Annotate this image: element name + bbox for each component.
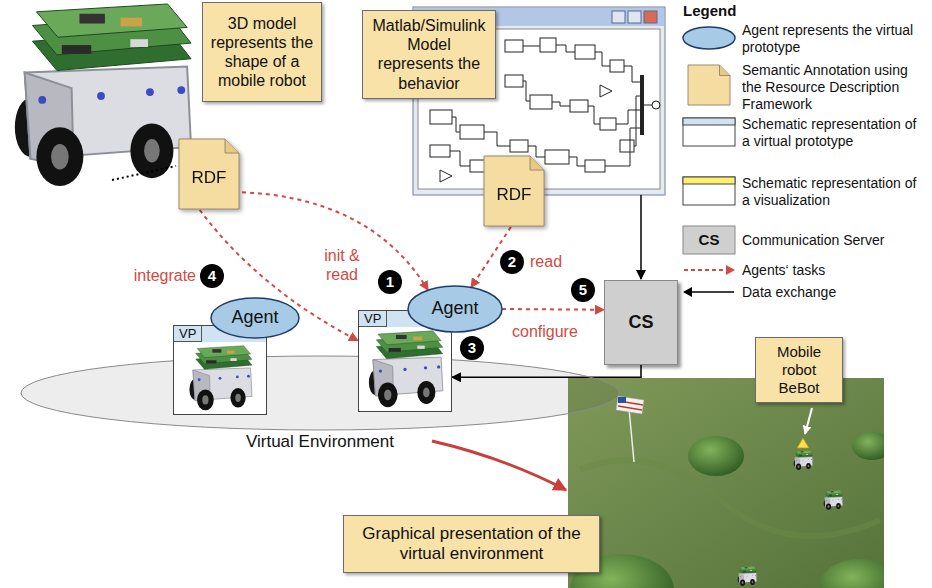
shape-part [683,118,735,125]
shape-part [692,291,734,293]
legend-swatch [682,117,736,147]
node-text: VP [359,311,387,327]
legend-swatch [682,26,736,50]
node-text: Agent [231,307,278,329]
shape-part [408,286,502,332]
edge-label: read [530,252,576,271]
node-text: Mobile robot BeBot [762,343,836,397]
edge-label: init & read [312,246,372,284]
legend-heading: Legend [683,2,736,19]
legend-swatch [682,284,736,300]
shape-part [726,265,735,275]
callout-number: 2 [500,250,524,274]
callout-number: 1 [378,270,402,294]
swatch-label: CS [683,226,735,254]
legend-swatch [682,262,736,278]
legend-text: Data exchange [742,284,926,301]
presentation-arrow [432,441,566,490]
communication-server: CS [604,280,678,365]
legend-swatch [682,64,736,106]
shape-part [683,177,735,205]
rdf-document: RDF [483,155,545,227]
shape-part [683,118,735,146]
virtual-environment: Virtual Environment [20,355,620,452]
robot-3d-model [15,4,191,186]
callout-box: Matlab/Simulink Model represents the beh… [362,10,496,99]
robot-image [178,345,262,411]
node-text: 3D model represents the shape of a mobil… [209,14,315,91]
legend-text: Schematic representation of a visualizat… [742,175,926,209]
shape-part [189,346,252,411]
rdf-document: RDF [178,138,240,210]
node-text: RDF [497,185,532,205]
node-text: Virtual Environment [20,432,620,452]
agent-ellipse: Agent [210,297,300,339]
shape-part [688,65,730,105]
dotted-link [112,166,176,180]
legend-text: Agents‘ tasks [742,262,926,279]
robot-image [363,330,447,408]
shape-part [179,139,239,209]
node-text: Graphical presentation of the virtual en… [350,524,593,565]
callout-box: 3D model represents the shape of a mobil… [202,2,322,102]
callout-number: 3 [460,336,484,360]
terrain-view [568,378,900,588]
shape-part [684,269,726,271]
shape-part [683,27,735,49]
pointer-arrow [805,408,812,434]
node-text: CS [628,312,653,334]
callout-number: 5 [571,278,595,302]
edge-label: integrate [122,266,196,285]
data-wire [640,195,642,279]
node-text: Agent [431,298,478,320]
legend-text: Agent represents the virtual prototype [742,22,926,56]
shape-part [21,356,619,430]
environment-ellipse [20,355,620,431]
node-text: RDF [192,168,227,188]
edge-label: configure [512,322,594,341]
shape-part [369,331,443,407]
callout-box: Mobile robot BeBot [755,337,843,403]
callout-number: 4 [200,264,224,288]
node-text: Matlab/Simulink Model represents the beh… [369,16,489,93]
agent-ellipse: Agent [407,285,503,333]
connector [502,308,604,311]
shape-part [211,298,299,338]
callout-box: Graphical presentation of the virtual en… [343,515,600,573]
shape-part [683,226,735,254]
shape-part [683,177,735,184]
shape-part [720,65,731,76]
shape-part [225,139,239,153]
shape-part [530,156,544,170]
shape-part [683,287,692,297]
node-text: VP [174,326,202,342]
legend-text: Schematic representation of a virtual pr… [742,116,926,150]
legend-text: Semantic Annotation using the Resource D… [742,62,926,113]
legend-swatch [682,176,736,206]
legend-text: Communication Server [742,232,926,249]
shape-part [484,156,544,226]
